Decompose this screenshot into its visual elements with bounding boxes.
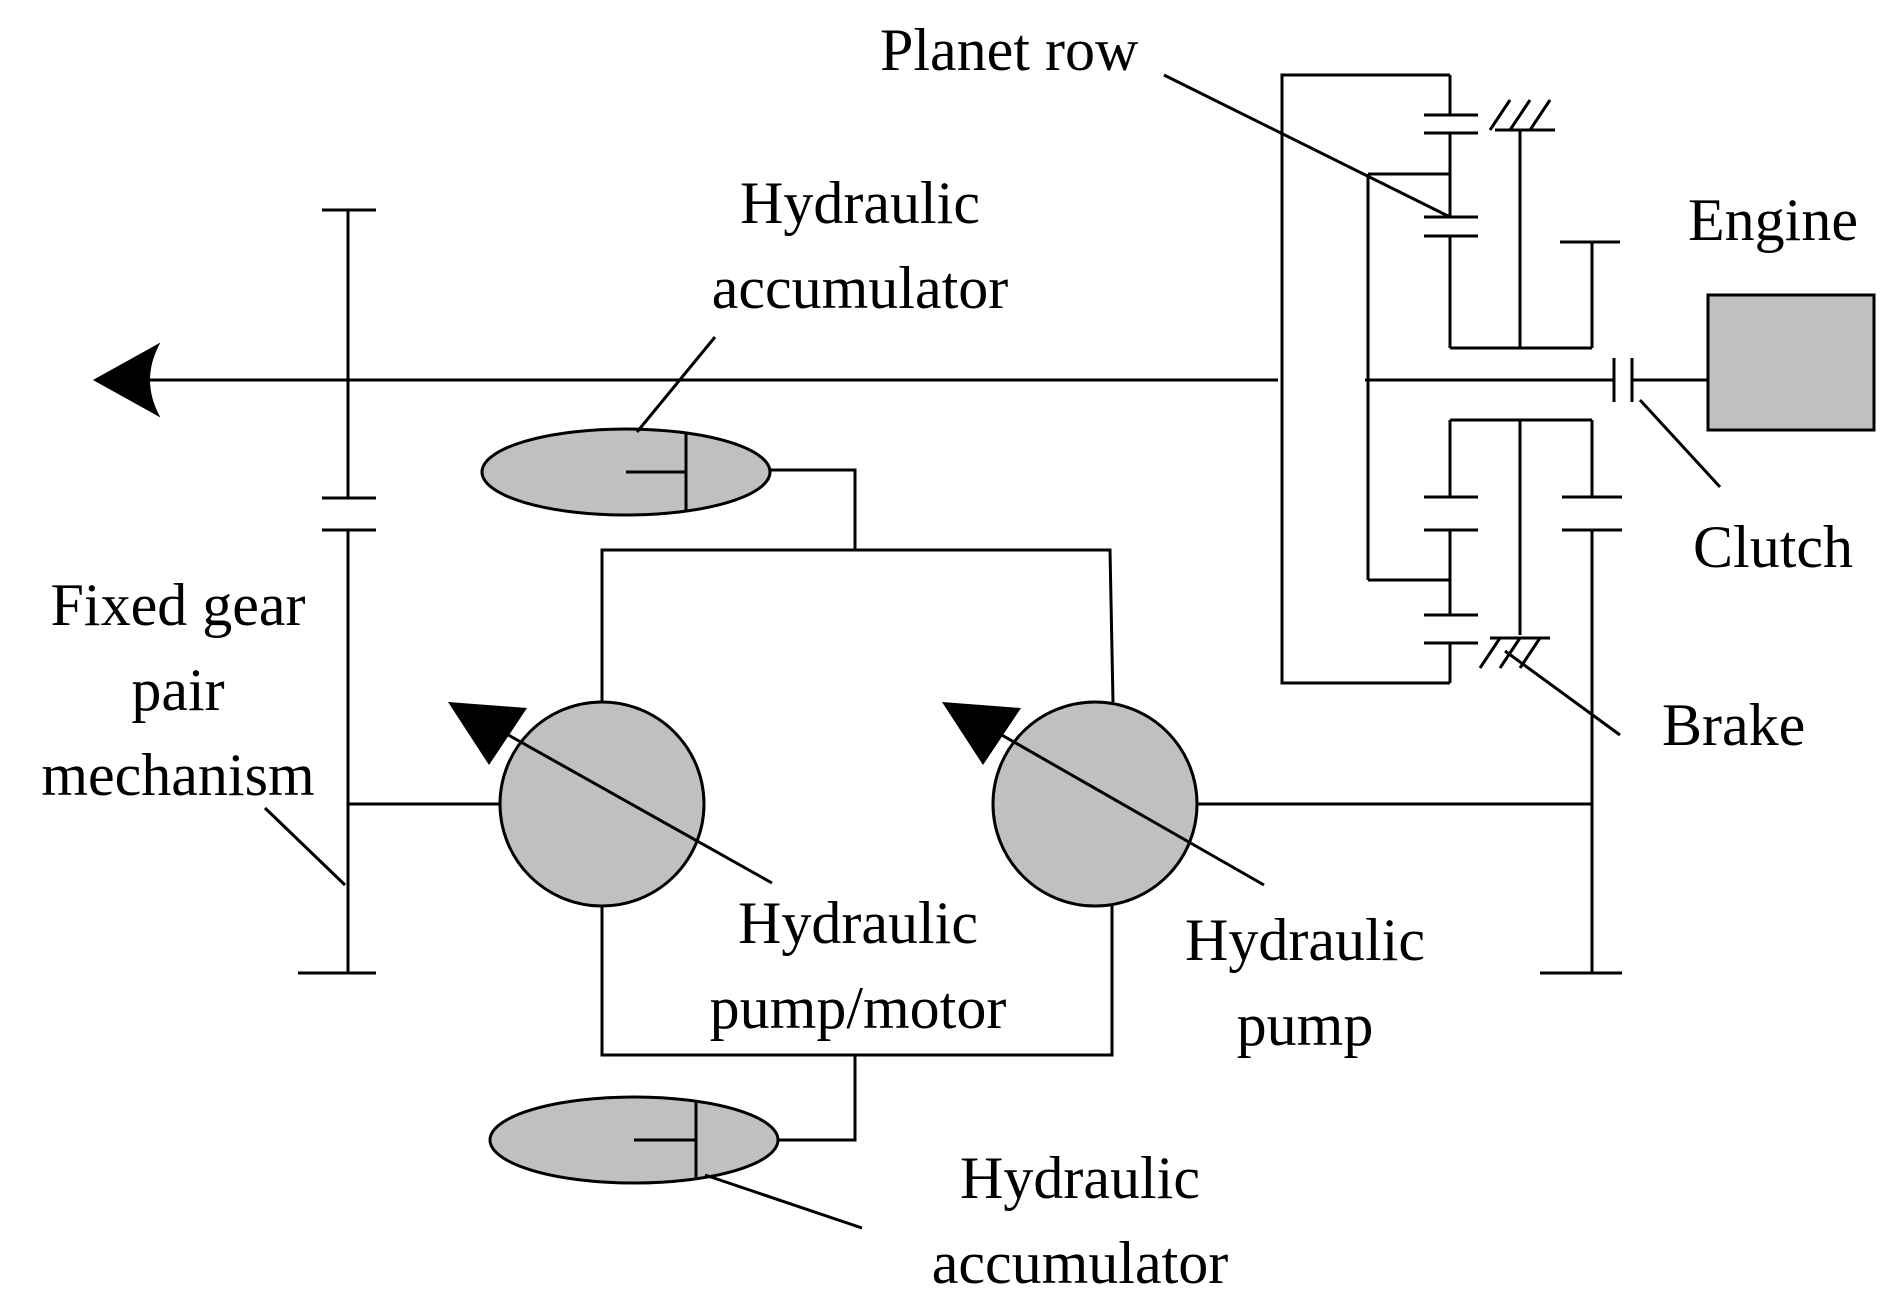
pump-motor-label-line1: Hydraulic xyxy=(738,890,978,956)
clutch-label: Clutch xyxy=(1693,514,1853,580)
leader-lines xyxy=(1163,73,1722,737)
fixed-gear-label-line3: mechanism xyxy=(41,742,314,808)
accumulator-bottom-label-line1: Hydraulic xyxy=(960,1145,1200,1211)
engine-label: Engine xyxy=(1688,187,1858,253)
hydraulic-pump xyxy=(942,700,1592,908)
hydraulic-circuit xyxy=(600,468,1115,1142)
hydraulic-accumulator-top xyxy=(480,336,772,517)
accumulator-top-label-line2: accumulator xyxy=(712,255,1009,321)
accumulator-top-label-line1: Hydraulic xyxy=(740,170,980,236)
pump-motor-label-line2: pump/motor xyxy=(710,975,1007,1041)
engine-block xyxy=(1706,293,1876,432)
fixed-gear-label-line2: pair xyxy=(131,657,224,723)
variable-displacement-arrow-icon xyxy=(942,702,1021,765)
accumulator-bottom-label-line2: accumulator xyxy=(932,1230,1229,1296)
variable-displacement-arrow-icon xyxy=(448,702,527,765)
brake-label: Brake xyxy=(1662,692,1805,758)
fixed-gear-pair xyxy=(263,208,500,975)
fixed-gear-label-line1: Fixed gear xyxy=(51,572,306,638)
planet-row xyxy=(1280,73,1622,975)
planet-row-label: Planet row xyxy=(880,17,1139,83)
output-shaft xyxy=(92,342,1614,418)
pump-label-line2: pump xyxy=(1237,992,1374,1058)
output-arrow-icon xyxy=(92,342,161,418)
pump-label-line1: Hydraulic xyxy=(1185,907,1425,973)
clutch xyxy=(1612,358,1710,402)
ground-hatch-icon xyxy=(1488,99,1552,131)
hydraulic-accumulator-bottom xyxy=(488,1095,863,1230)
